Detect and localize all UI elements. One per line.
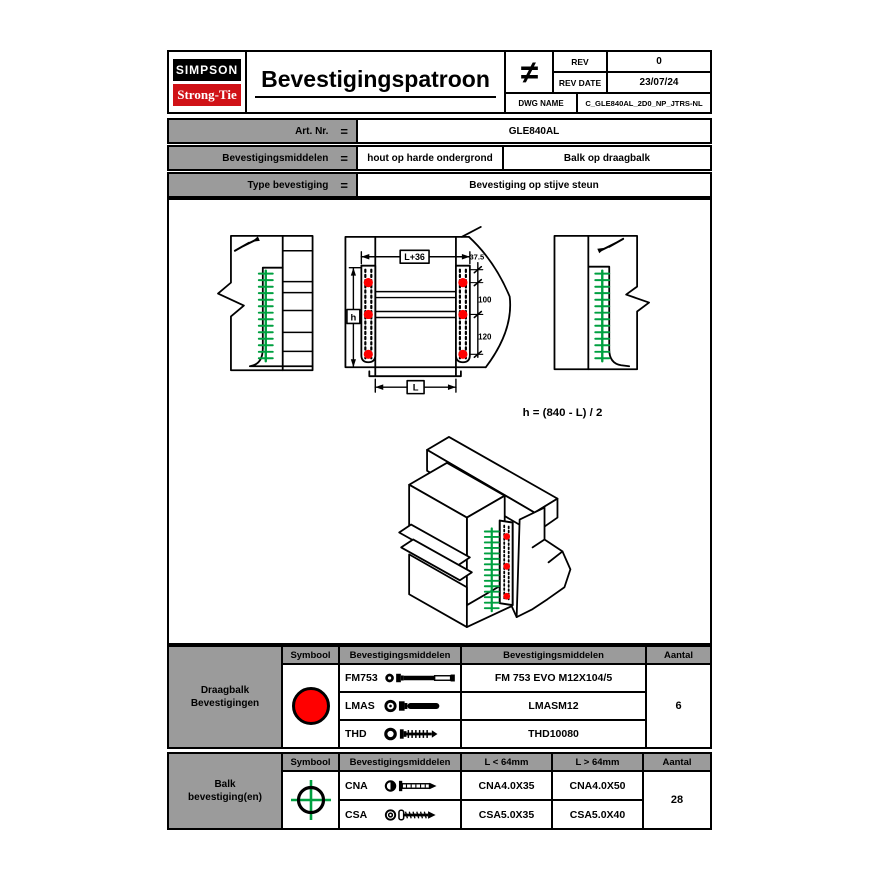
artnr-label-cell: Art. Nr. =: [169, 120, 356, 142]
balk-row-label: Balk bevestiging(en): [169, 754, 281, 828]
dim-height: h: [346, 266, 363, 368]
info-row-artnr: Art. Nr. = GLE840AL: [167, 118, 712, 144]
draagbalk-table: Draagbalk Bevestigingen Symbool Bevestig…: [167, 645, 712, 749]
anchor-bolt-markers: [363, 278, 468, 359]
revision-block: ≠ REV 0 REV DATE 23/07/24 DWG NAME C_GLE…: [506, 52, 710, 112]
anchor-bolt-markers-iso: [503, 533, 511, 600]
nail-cna-icon: [384, 779, 437, 792]
equals-sign: =: [340, 177, 348, 193]
isometric-view: [398, 436, 572, 628]
equals-sign: =: [340, 123, 348, 139]
dim-length: L: [374, 378, 457, 395]
dwg-name-value: C_GLE840AL_2D0_NP_JTRS-NL: [585, 98, 703, 108]
front-view: L+36 h 37.5 100 120: [344, 225, 512, 395]
side-view-right: [553, 234, 650, 371]
csa-l-large: CSA5.0X40: [553, 801, 642, 828]
draagbalk-aantal: 6: [647, 665, 710, 747]
fastener-row-lmas: LMAS: [340, 693, 460, 719]
col-header-middelen-names: Bevestigingsmiddelen: [462, 647, 645, 663]
dim-top-width: L+36: [360, 249, 471, 265]
type-value: Bevestiging op stijve steun: [358, 174, 710, 196]
height-formula: h = (840 - L) / 2: [523, 407, 603, 419]
equals-sign: =: [340, 150, 348, 166]
cna-l-small: CNA4.0X35: [462, 772, 551, 799]
col-header-middelen-icons: Bevestigingsmiddelen: [340, 647, 460, 663]
bolt-lmas-icon: [384, 699, 440, 713]
fastener-name-lmas: LMASM12: [462, 693, 645, 719]
fastener-row-fm753: FM753: [340, 665, 460, 691]
svg-text:L: L: [413, 383, 419, 394]
page-title: Bevestigingspatroon: [247, 52, 504, 112]
fastener-row-csa: CSA: [340, 801, 460, 828]
info-row-type: Type bevestiging = Bevestiging op stijve…: [167, 172, 712, 198]
fastener-row-cna: CNA: [340, 772, 460, 799]
balk-aantal: 28: [644, 772, 710, 828]
col-header-l-large: L > 64mm: [553, 754, 642, 770]
drawing-area: L+36 h 37.5 100 120: [167, 198, 712, 645]
svg-text:h: h: [351, 312, 357, 323]
artnr-value: GLE840AL: [358, 120, 710, 142]
fastener-row-thd: THD: [340, 721, 460, 747]
rev-date-label: REV DATE: [554, 73, 606, 92]
rev-date-value: 23/07/24: [608, 73, 710, 92]
col-header-aantal: Aantal: [644, 754, 710, 770]
dim-chain-right: 37.5 100 120: [469, 253, 492, 359]
plate-perforations: [364, 268, 467, 360]
type-label-cell: Type bevestiging =: [169, 174, 356, 196]
balk-table: Balk bevestiging(en) Symbool Bevestiging…: [167, 752, 712, 830]
green-crosshair-symbol: [290, 780, 331, 820]
logo-strongtie: Strong-Tie: [173, 83, 241, 106]
bevestigingsmiddelen-value-1: hout op harde ondergrond: [358, 147, 502, 169]
fastener-name-thd: THD10080: [462, 721, 645, 747]
bevestigingsmiddelen-value-2: Balk op draagbalk: [504, 147, 710, 169]
draagbalk-row-label: Draagbalk Bevestigingen: [169, 647, 281, 747]
col-header-l-small: L < 64mm: [462, 754, 551, 770]
rev-value: 0: [608, 52, 710, 71]
title-block: SIMPSON Strong-Tie Bevestigingspatroon ≠…: [167, 50, 712, 114]
drawing-sheet: SIMPSON Strong-Tie Bevestigingspatroon ≠…: [167, 50, 712, 832]
screws-left-view: [257, 269, 274, 363]
csa-l-small: CSA5.0X35: [462, 801, 551, 828]
screw-csa-icon: [384, 808, 436, 821]
not-equal-icon: ≠: [506, 52, 552, 92]
svg-text:37.5: 37.5: [469, 253, 484, 262]
dwg-name-label: DWG NAME: [506, 94, 578, 112]
rev-label: REV: [554, 52, 606, 71]
screws-iso: [483, 527, 500, 613]
screw-thd-icon: [384, 727, 438, 741]
fastener-name-fm753: FM 753 EVO M12X104/5: [462, 665, 645, 691]
svg-text:L+36: L+36: [404, 252, 425, 262]
col-header-middelen: Bevestigingsmiddelen: [340, 754, 460, 770]
logo-simpson: SIMPSON: [173, 58, 241, 81]
info-row-bevestigingsmiddelen: Bevestigingsmiddelen = hout op harde ond…: [167, 145, 712, 171]
col-header-aantal: Aantal: [647, 647, 710, 663]
balk-symbol-cell: [283, 772, 338, 828]
draagbalk-symbol-cell: [283, 665, 338, 747]
cna-l-large: CNA4.0X50: [553, 772, 642, 799]
svg-text:100: 100: [478, 296, 492, 305]
dwg-name-row: DWG NAME C_GLE840AL_2D0_NP_JTRS-NL: [506, 94, 710, 112]
col-header-symbool: Symbool: [283, 754, 338, 770]
bolt-fm753-icon: [385, 673, 455, 683]
cut-symbol-icon: [233, 236, 260, 252]
red-circle-symbol: [291, 687, 330, 725]
svg-text:120: 120: [478, 332, 492, 341]
cut-symbol-icon: [597, 237, 625, 254]
side-view-left: [217, 234, 314, 372]
screws-right-view: [594, 269, 611, 363]
simpson-strongtie-logo: SIMPSON Strong-Tie: [169, 52, 245, 112]
col-header-symbool: Symbool: [283, 647, 338, 663]
bevestigingsmiddelen-label-cell: Bevestigingsmiddelen =: [169, 147, 356, 169]
